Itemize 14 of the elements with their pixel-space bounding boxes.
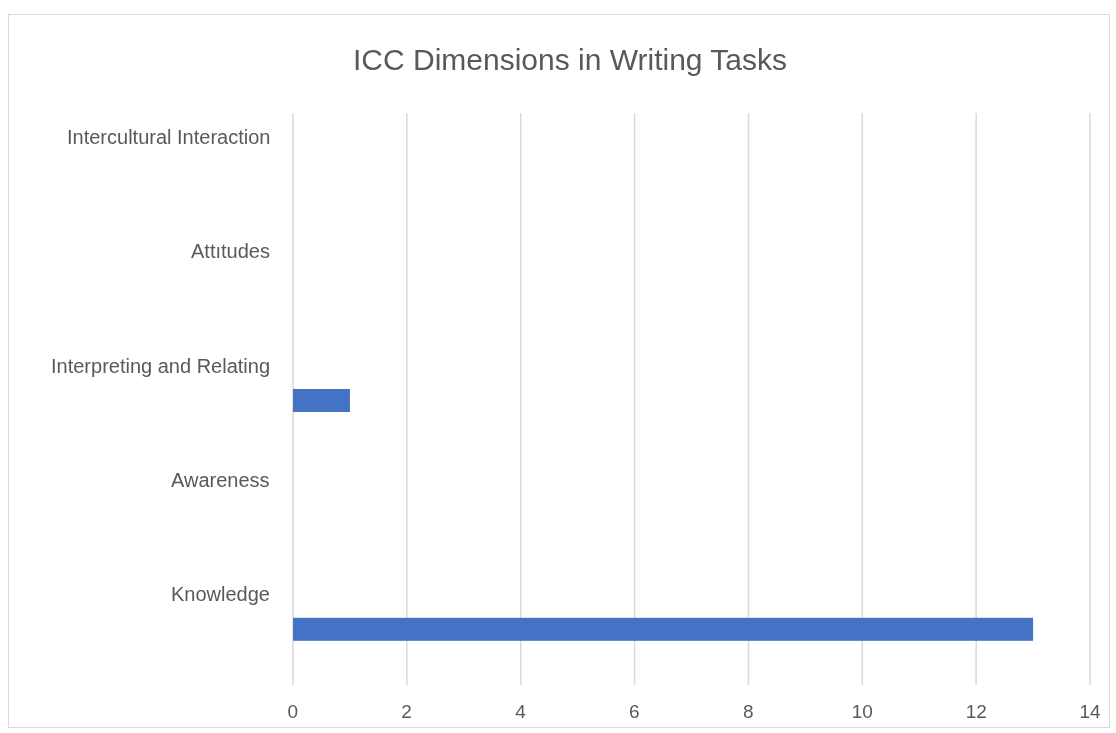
category-label: Attıtudes (191, 240, 270, 264)
tick-label: 6 (629, 701, 640, 723)
tick-label: 2 (401, 701, 412, 723)
tick-label: 12 (965, 701, 987, 723)
chart-title: ICC Dimensions in Writing Tasks (353, 43, 788, 77)
tick-label: 8 (742, 701, 754, 723)
category-label: Interpreting and Relating (51, 354, 271, 378)
category-label: Awareness (171, 468, 270, 492)
tick-label: 0 (287, 701, 299, 723)
tick-label: 14 (1079, 701, 1101, 723)
category-label: Knowledge (171, 583, 270, 607)
tick-label: 10 (851, 701, 873, 723)
tick-label: 4 (515, 701, 526, 723)
category-label: Intercultural Interaction (67, 125, 271, 149)
